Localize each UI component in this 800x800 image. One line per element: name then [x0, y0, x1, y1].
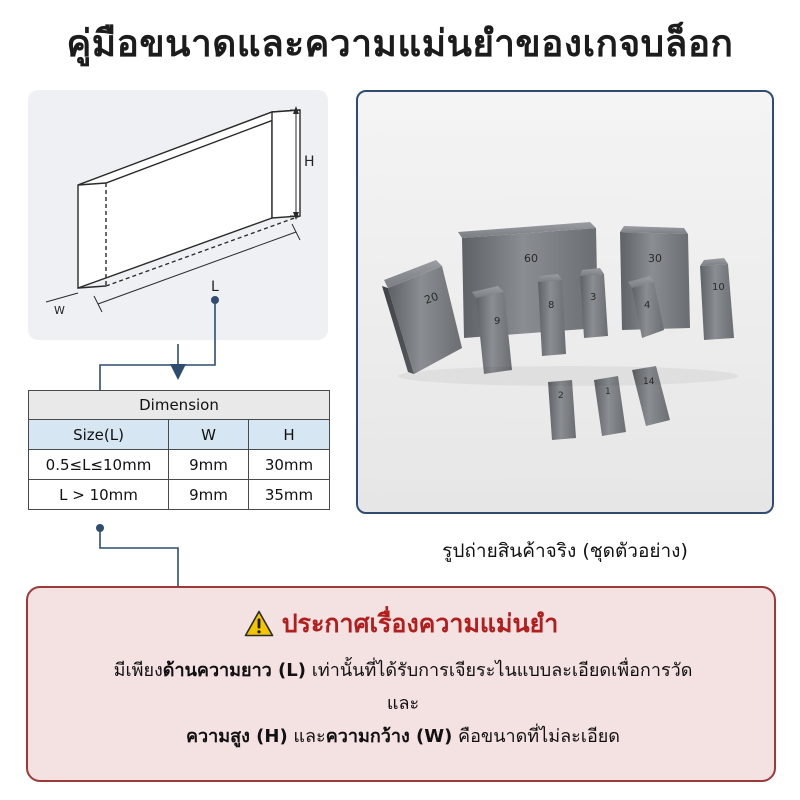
notice-heading-text: ประกาศเรื่องความแม่นยำ	[281, 609, 559, 638]
label-w: W	[54, 304, 65, 317]
product-photo: 60 30 20 10 9 8 3 4 2 1 14	[356, 90, 774, 514]
block-label-10: 10	[712, 282, 725, 293]
block-label-3: 3	[590, 292, 596, 303]
photo-caption: รูปถ่ายสินค้าจริง (ชุดตัวอย่าง)	[442, 540, 688, 562]
label-l: L	[211, 279, 219, 295]
header-w: W	[168, 419, 249, 450]
cell-h: 35mm	[248, 479, 330, 510]
cell-w: 9mm	[168, 449, 249, 480]
dimension-table: Dimension Size(L) W H 0.5≤L≤10mm 9mm 30m…	[28, 390, 330, 510]
cell-size: L > 10mm	[28, 479, 169, 510]
notice-text: มีเพียง	[113, 660, 163, 681]
page-title: คู่มือขนาดและความแม่นยำของเกจบล็อก	[66, 22, 734, 65]
table-header-row: Size(L) W H	[28, 419, 330, 450]
block-label-14: 14	[643, 377, 655, 387]
block-label-9: 9	[494, 316, 500, 327]
block-label-20: 20	[423, 290, 441, 307]
block-label-2: 2	[558, 391, 564, 401]
notice-line-1: มีเพียงด้านความยาว (L) เท่านั้นที่ได้รับ…	[48, 654, 758, 687]
table-caption: Dimension	[28, 390, 330, 420]
cell-h: 30mm	[248, 449, 330, 480]
cell-w: 9mm	[168, 479, 249, 510]
notice-line-3: ความสูง (H) และความกว้าง (W) คือขนาดที่ไ…	[48, 720, 758, 753]
table-row: 0.5≤L≤10mm 9mm 30mm	[28, 449, 330, 480]
cell-size: 0.5≤L≤10mm	[28, 449, 169, 480]
warning-icon	[244, 610, 273, 637]
notice-emphasis-width: ความกว้าง (W)	[325, 726, 453, 747]
notice-text: คือขนาดที่ไม่ละเอียด	[452, 726, 620, 747]
block-dimension-diagram: H L W	[45, 106, 315, 317]
notice-line-2: และ	[386, 693, 420, 714]
label-h: H	[304, 154, 315, 170]
notice-text: เท่านั้นที่ได้รับการเจียระไนแบบละเอียดเพ…	[305, 660, 693, 681]
notice-text: และ	[287, 726, 326, 747]
accuracy-notice: ประกาศเรื่องความแม่นยำ มีเพียงด้านความยา…	[26, 586, 776, 782]
block-label-60: 60	[524, 252, 538, 265]
block-label-30: 30	[648, 252, 662, 265]
down-arrow-icon	[170, 364, 186, 380]
block-label-8: 8	[548, 300, 554, 311]
notice-heading: ประกาศเรื่องความแม่นยำ	[28, 604, 774, 644]
notice-emphasis-length: ด้านความยาว (L)	[162, 660, 306, 681]
block-label-1: 1	[605, 387, 611, 397]
header-size: Size(L)	[28, 419, 169, 450]
notice-body: มีเพียงด้านความยาว (L) เท่านั้นที่ได้รับ…	[48, 654, 758, 753]
header-h: H	[248, 419, 330, 450]
block-label-4: 4	[644, 300, 650, 311]
notice-emphasis-height: ความสูง (H)	[186, 726, 288, 747]
table-row: L > 10mm 9mm 35mm	[28, 479, 330, 510]
